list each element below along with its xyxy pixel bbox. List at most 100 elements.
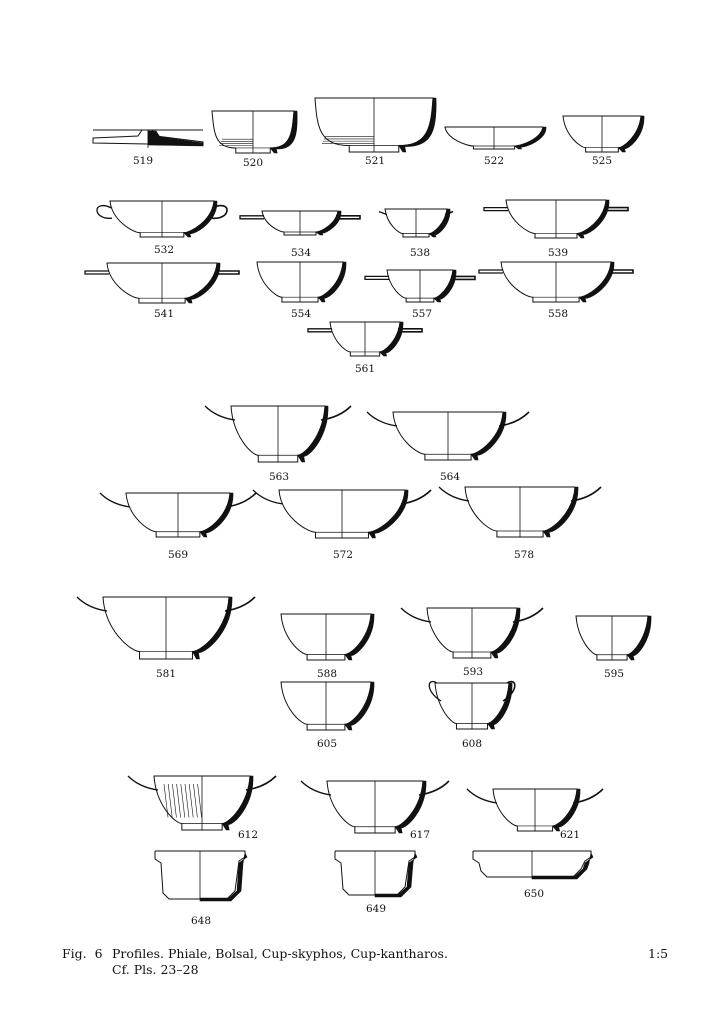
vessel-fluting: [176, 783, 181, 818]
vessel-section: [344, 613, 375, 661]
figure-number: 6: [94, 946, 103, 961]
vessel-profile-558: 558: [478, 261, 634, 320]
vessel-handle: [498, 411, 530, 427]
vessel-number-label: 563: [269, 471, 289, 483]
vessel-profile-557: 557: [364, 269, 476, 320]
vessel-number-label: 554: [291, 308, 311, 320]
vessel-profile-563: 563: [204, 405, 352, 483]
vessel-profile-588: 588: [280, 613, 375, 680]
vessel-fluting: [184, 783, 190, 818]
vessel-number-label: 588: [317, 668, 337, 680]
vessel-section: [617, 115, 645, 153]
vessel-number-label: 538: [410, 247, 430, 259]
vessel-number-label: 608: [462, 738, 482, 750]
vessel-number-label: 534: [291, 247, 311, 259]
vessel-section: [433, 269, 457, 303]
vessel-profile-608: 608: [428, 680, 516, 750]
vessel-handle: [378, 210, 388, 216]
vessel-section: [531, 852, 594, 880]
vessel-section: [486, 682, 513, 730]
vessel-number-label: 617: [410, 829, 430, 841]
figure-title: Profiles. Phiale, Bolsal, Cup-skyphos, C…: [112, 946, 448, 961]
vessel-fluting: [193, 783, 198, 818]
vessel-number-label: 557: [412, 308, 432, 320]
vessel-profile-564: 564: [366, 411, 530, 483]
vessel-number-label: 532: [154, 244, 174, 256]
vessel-profile-621: 621: [466, 788, 604, 841]
vessel-handle: [444, 210, 454, 216]
vessel-profile-617: 617: [300, 780, 450, 841]
vessel-handle: [438, 486, 470, 502]
vessel-section: [199, 492, 234, 538]
vessel-handle: [466, 788, 498, 804]
vessel-handle: [204, 405, 236, 421]
vessel-profile-532: 532: [96, 200, 228, 256]
vessel-fluting: [163, 783, 169, 818]
vessel-profile-539: 539: [483, 199, 629, 259]
vessel-handle: [451, 275, 476, 281]
vessel-handle: [400, 489, 432, 505]
vessel-number-label: 595: [604, 668, 624, 680]
vessel-number-label: 621: [560, 829, 580, 841]
vessel-section: [378, 321, 404, 357]
vessel-handle: [478, 269, 503, 274]
vessel-profile-534: 534: [239, 210, 361, 259]
vessel-section: [578, 261, 615, 303]
vessel-handle: [127, 775, 159, 791]
vessel-section: [221, 775, 254, 831]
vessel-number-label: 564: [440, 471, 460, 483]
vessel-fluting: [172, 783, 177, 818]
vessel-handle: [211, 204, 228, 220]
vessel-profile-522: 522: [444, 126, 547, 167]
vessel-fluting: [180, 783, 186, 818]
vessel-handle: [215, 270, 240, 275]
vessel-profile-519: 519: [92, 129, 204, 167]
vessel-profile-593: 593: [400, 607, 544, 678]
vessel-section: [315, 210, 342, 236]
vessel-handle: [502, 680, 516, 702]
vessel-number-label: 605: [317, 738, 337, 750]
vessel-section: [626, 615, 652, 661]
vessel-handle: [483, 206, 508, 212]
vessel-number-label: 520: [243, 157, 263, 169]
vessel-profile-525: 525: [562, 115, 645, 167]
vessel-number-label: 612: [238, 829, 258, 841]
vessel-handle: [252, 489, 284, 505]
vessel-profile-648: 648: [154, 850, 248, 927]
vessel-handle: [512, 607, 544, 623]
vessel-number-label: 558: [548, 308, 568, 320]
vessel-profile-650: 650: [472, 850, 594, 900]
vessel-section: [367, 489, 409, 539]
vessel-handle: [99, 492, 131, 508]
vessel-section: [552, 788, 581, 832]
vessel-number-label: 578: [514, 549, 534, 561]
vessel-number-label: 539: [548, 247, 568, 259]
figure-scale: 1:5: [648, 946, 669, 961]
vessel-profile-554: 554: [256, 261, 347, 320]
vessel-handle: [245, 775, 277, 791]
vessel-section: [470, 411, 507, 461]
vessel-number-label: 581: [156, 668, 176, 680]
vessel-section: [191, 596, 233, 660]
vessel-handle: [84, 270, 109, 275]
vessel-profile-572: 572: [252, 489, 432, 561]
vessel-handle: [572, 788, 604, 804]
vessel-number-label: 521: [365, 155, 385, 167]
vessel-profile-521: 521: [314, 97, 437, 167]
vessel-number-label: 572: [333, 549, 353, 561]
vessel-profile-581: 581: [76, 596, 256, 680]
vessel-handle: [604, 206, 629, 212]
vessel-section: [269, 110, 298, 154]
vessel-section: [513, 126, 547, 150]
vessel-number-label: 522: [484, 155, 504, 167]
vessel-handle: [418, 780, 450, 796]
vessel-handle: [300, 780, 332, 796]
figure-caption-label: Fig. 6: [62, 946, 103, 962]
vessel-number-label: 593: [463, 666, 483, 678]
vessel-fluting: [167, 783, 173, 818]
vessel-section: [297, 405, 329, 463]
vessel-number-label: 648: [191, 915, 211, 927]
vessel-handle: [609, 269, 634, 274]
vessel-section: [398, 97, 437, 153]
vessel-handle: [570, 486, 602, 502]
